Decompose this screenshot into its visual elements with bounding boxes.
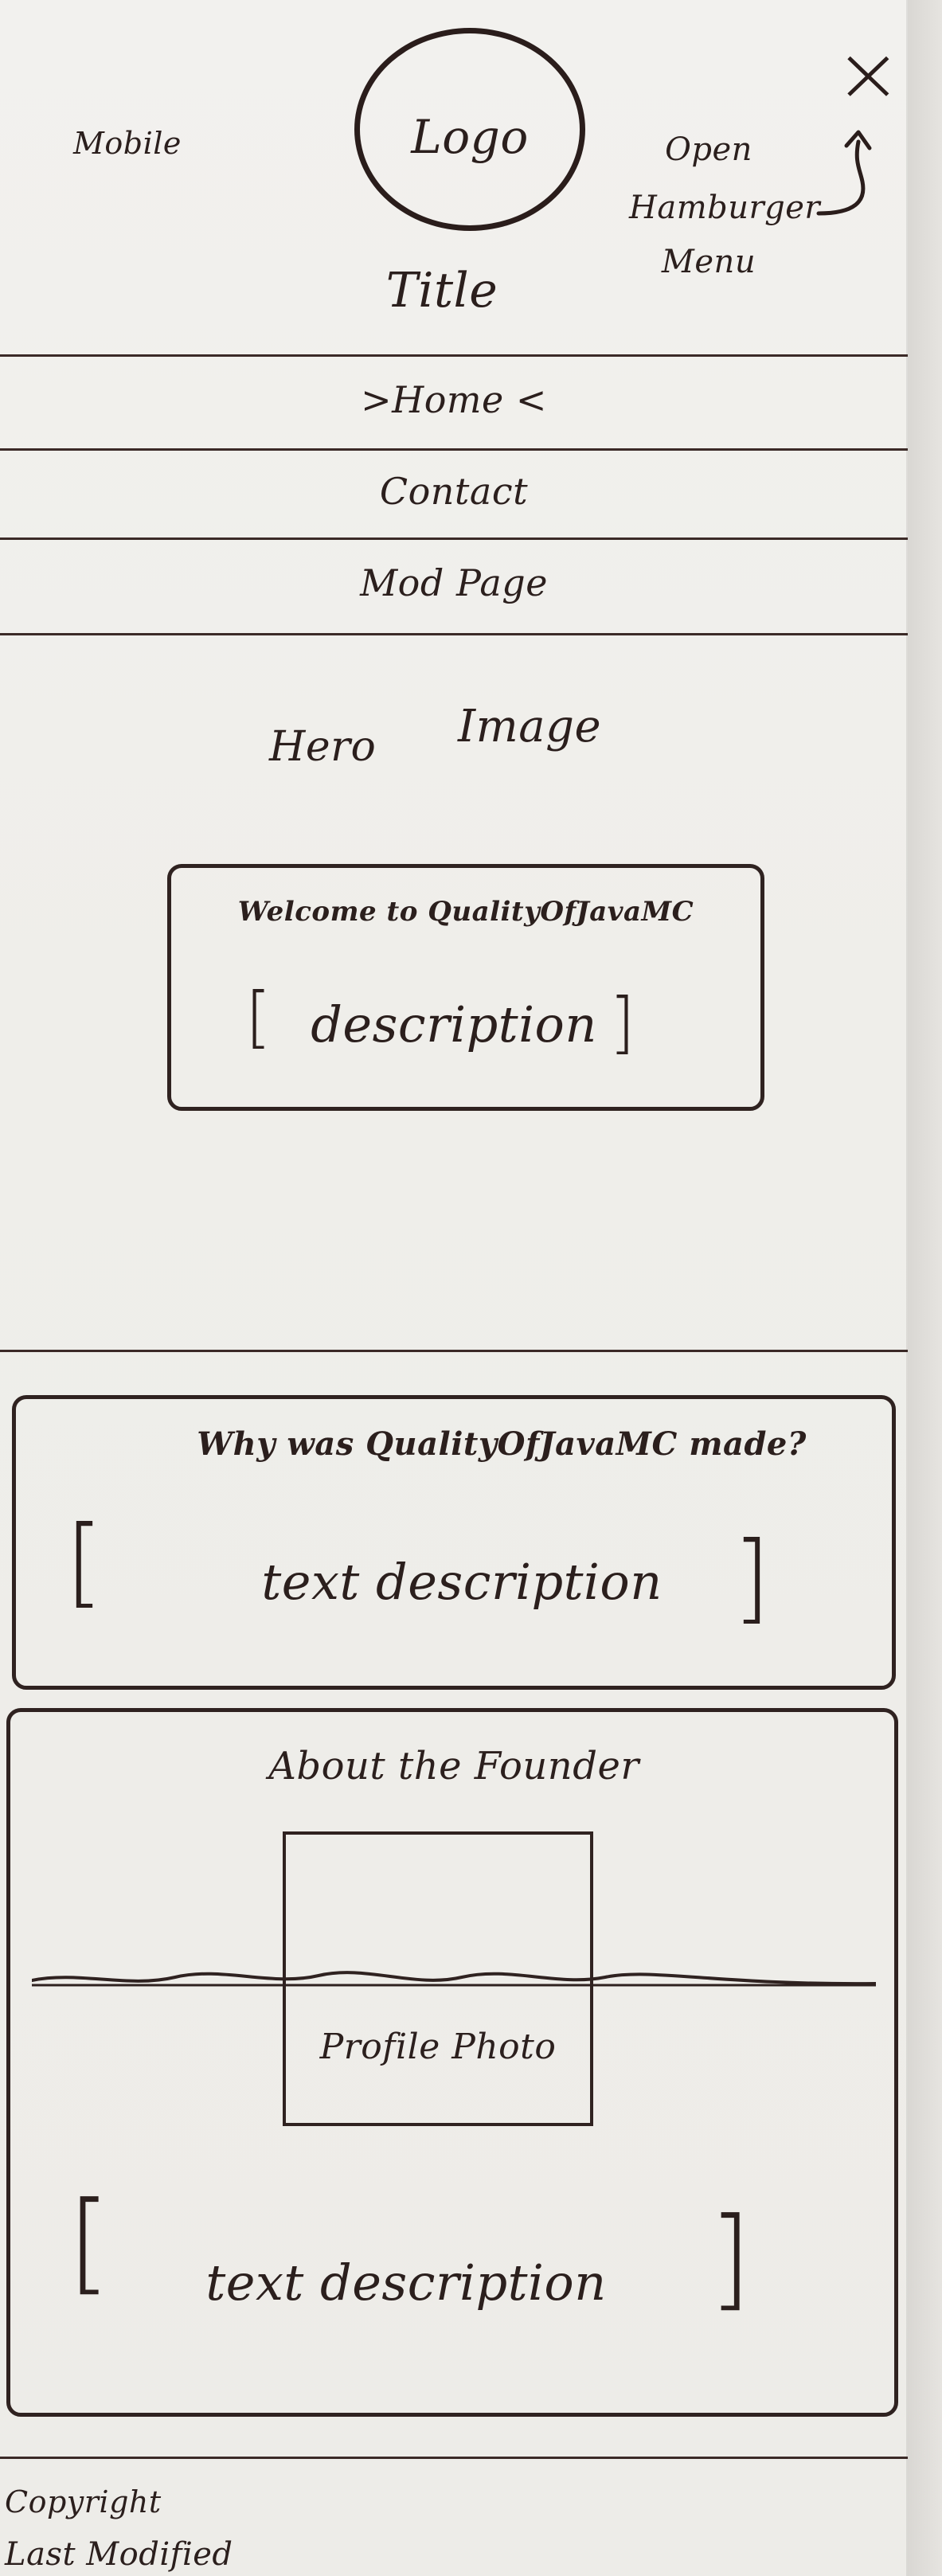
close-x-icon[interactable]: × <box>835 29 902 119</box>
sketch-paper <box>0 0 908 2576</box>
why-bracket-close: ] <box>733 1521 771 1634</box>
device-label: Mobile <box>73 126 182 161</box>
nav-mod-page[interactable]: Mod Page <box>360 561 548 604</box>
welcome-title: Welcome to QualityOfJavaMC <box>237 896 694 928</box>
footer-last-modified: Last Modified <box>5 2536 233 2573</box>
paper-edge <box>908 0 942 2576</box>
menu-note-menu: Menu <box>661 244 756 280</box>
logo-label: Logo <box>411 110 529 164</box>
menu-note-open: Open <box>665 131 752 168</box>
footer-divider <box>0 2457 908 2459</box>
header-divider <box>0 354 908 357</box>
nav-divider-1 <box>0 448 908 451</box>
welcome-description: description <box>311 995 597 1053</box>
arrow-icon <box>816 130 872 216</box>
menu-note-hamburger: Hamburger <box>628 190 821 226</box>
hero-label-b: Image <box>458 701 602 752</box>
nav-divider-3 <box>0 633 908 635</box>
why-description: text description <box>261 1553 663 1611</box>
founder-bracket-open: [ <box>68 2178 111 2306</box>
welcome-box <box>167 864 764 1111</box>
founder-description: text description <box>205 2254 607 2312</box>
founder-bracket-close: ] <box>709 2194 752 2322</box>
hero-divider <box>0 1350 908 1352</box>
footer-copyright: Copyright <box>5 2484 162 2519</box>
hero-label-a: Hero <box>269 723 377 771</box>
nav-contact[interactable]: Contact <box>379 470 529 513</box>
page-title: Title <box>385 263 498 319</box>
nav-home[interactable]: >Home < <box>361 378 547 421</box>
profile-photo-label: Profile Photo <box>319 2027 557 2067</box>
welcome-bracket-close: ] <box>609 983 635 1061</box>
nav-divider-2 <box>0 537 908 540</box>
strike-line <box>32 1971 876 1987</box>
logo-circle[interactable] <box>354 28 585 231</box>
founder-box <box>6 1708 898 2417</box>
why-box <box>12 1395 896 1690</box>
welcome-bracket-open: [ <box>245 978 272 1056</box>
why-title: Why was QualityOfJavaMC made? <box>197 1425 807 1463</box>
founder-title: About the Founder <box>268 1744 639 1788</box>
why-bracket-open: [ <box>65 1505 104 1618</box>
